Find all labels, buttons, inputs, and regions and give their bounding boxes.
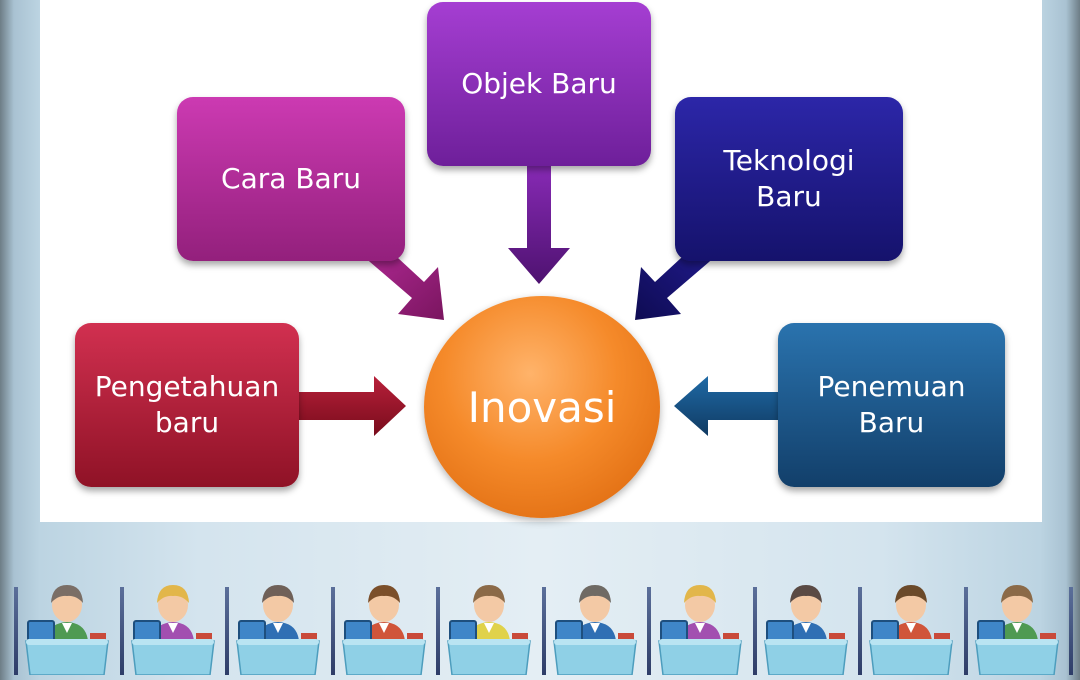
divider [119, 587, 124, 675]
divider [647, 587, 651, 675]
node-label: Cara Baru [221, 162, 361, 195]
node-cara-baru: Cara Baru [177, 97, 405, 261]
user-at-computer-icon [235, 575, 321, 676]
divider [225, 587, 229, 675]
people-row [0, 575, 1080, 676]
user-at-computer-icon [341, 575, 427, 676]
divider [858, 587, 862, 675]
user-at-computer-icon [868, 575, 954, 676]
user-at-computer-icon [763, 575, 849, 676]
divider [541, 587, 546, 675]
divider [14, 587, 18, 675]
user-at-computer-icon [552, 575, 638, 676]
arrow-pengetahuan [297, 376, 406, 436]
node-pengetahuan-baru: Pengetahuan baru [75, 323, 299, 487]
center-node-inovasi: Inovasi [424, 296, 660, 518]
node-penemuan-baru: Penemuan Baru [778, 323, 1005, 487]
divider [436, 587, 440, 675]
divider [330, 587, 335, 675]
arrow-teknologi [635, 246, 720, 320]
arrow-objek [508, 160, 570, 284]
user-at-computer-icon [446, 575, 532, 676]
node-objek-baru: Objek Baru [427, 2, 651, 166]
center-label: Inovasi [467, 382, 617, 432]
divider [752, 587, 757, 675]
arrow-cara [359, 246, 444, 320]
node-label: Penemuan Baru [817, 370, 966, 439]
user-at-computer-icon [24, 575, 110, 676]
divider [963, 587, 968, 675]
user-at-computer-icon [657, 575, 743, 676]
user-at-computer-icon [130, 575, 216, 676]
divider [1069, 587, 1073, 675]
node-label: Pengetahuan baru [94, 370, 280, 439]
arrow-penemuan [674, 376, 780, 436]
user-at-computer-icon [974, 575, 1060, 676]
node-teknologi-baru: Teknologi Baru [675, 97, 903, 261]
node-label: Teknologi Baru [723, 144, 855, 213]
node-label: Objek Baru [461, 67, 617, 100]
